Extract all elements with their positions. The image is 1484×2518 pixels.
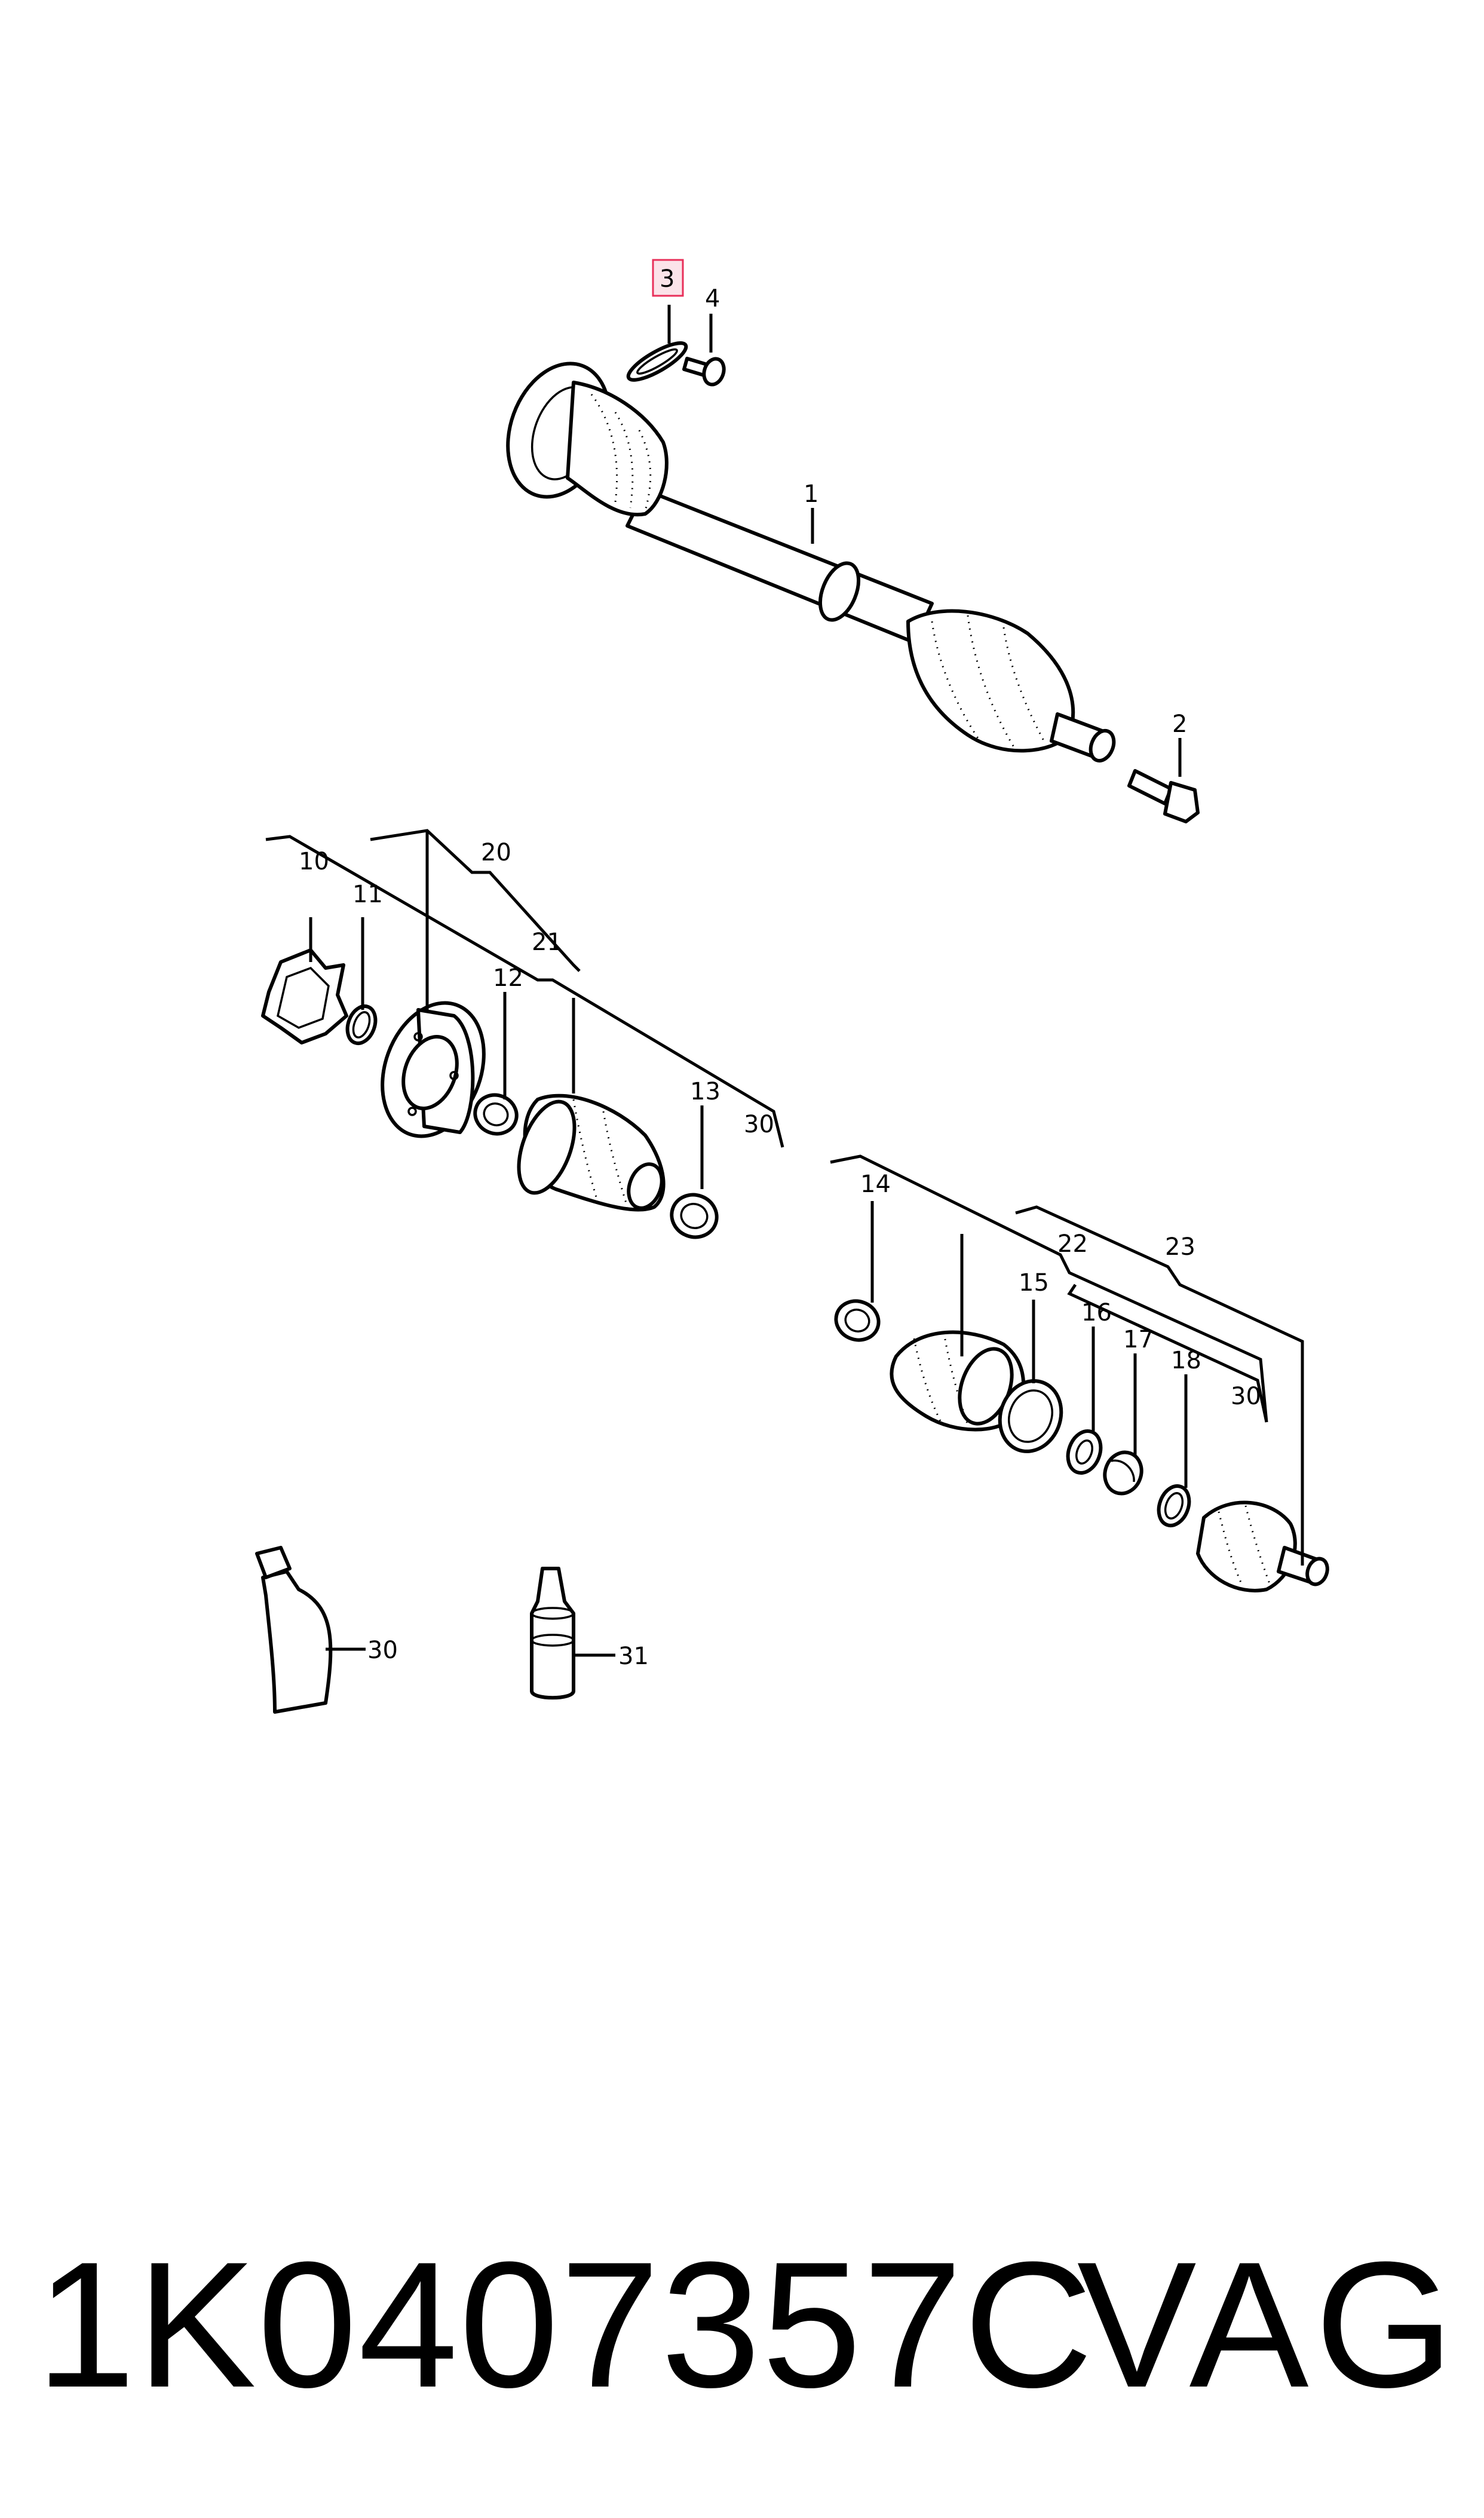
callout-16: 16 [1081, 1299, 1112, 1327]
callout-22: 22 [1057, 1230, 1088, 1258]
callout-14: 14 [860, 1171, 891, 1198]
small-clamp-part [473, 1093, 519, 1136]
callout-3: 3 [660, 265, 674, 293]
inner-boot-part [517, 1093, 666, 1212]
thrust-washer-part [1066, 1429, 1103, 1475]
callout-31: 31 [618, 1643, 649, 1670]
callout-15: 15 [1019, 1269, 1049, 1297]
callout-labels: 3 4 1 2 20 10 11 21 12 13 30 14 22 23 15… [299, 259, 1261, 1670]
callout-23: 23 [1165, 1233, 1195, 1261]
callout-30-b: 30 [1231, 1383, 1261, 1410]
large-clamp-part [998, 1379, 1063, 1453]
callout-30-a: 30 [744, 1111, 774, 1138]
leader-lines [265, 305, 1304, 1657]
callout-10: 10 [299, 848, 329, 875]
circlip-part [626, 341, 688, 382]
callout-18: 18 [1171, 1347, 1201, 1374]
dished-washer-part [1103, 1450, 1143, 1496]
callout-30-c: 30 [367, 1637, 398, 1664]
snap-ring-part [345, 1004, 378, 1045]
circlip-part-18 [1157, 1484, 1191, 1527]
callout-21: 21 [532, 929, 562, 956]
boot-clamp-part-14 [834, 1299, 881, 1342]
callout-13: 13 [690, 1078, 720, 1105]
cv-joint-part [381, 1001, 486, 1138]
callout-4: 4 [705, 285, 720, 313]
screw-part [682, 357, 726, 387]
drive-shaft-assembly [506, 362, 1116, 763]
callout-17: 17 [1123, 1326, 1154, 1353]
callout-2: 2 [1172, 710, 1187, 738]
callout-12: 12 [493, 964, 523, 992]
callout-1: 1 [804, 480, 818, 508]
grease-tube-part [255, 1546, 333, 1714]
bolt-part [1127, 769, 1200, 823]
sealant-bottle-part [530, 1567, 575, 1700]
callout-11: 11 [352, 881, 383, 908]
gasket-part [261, 948, 348, 1044]
drive-shaft-exploded-diagram: 3 4 1 2 20 10 11 21 12 13 30 14 22 23 15… [255, 259, 1329, 1714]
brand-label: VAG [1077, 2224, 1460, 2425]
callout-20: 20 [481, 839, 511, 866]
outer-cv-joint-part [1196, 1500, 1329, 1592]
part-number: 1K0407357C [36, 2224, 1094, 2425]
highlight-box [652, 259, 684, 297]
boot-clamp-part-13 [670, 1193, 719, 1239]
